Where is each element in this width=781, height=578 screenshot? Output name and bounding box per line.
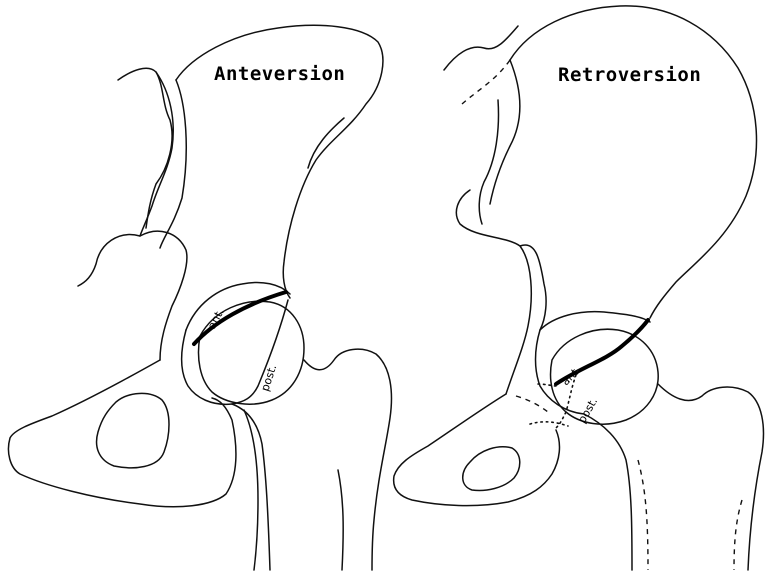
right-sacral-dashed (461, 59, 511, 105)
right-lesser-trochanter-dashed (733, 499, 743, 571)
retroversion-title: Retroversion (558, 64, 702, 86)
left-ischial-spine (77, 230, 188, 361)
left-posterior-wall-line (231, 299, 289, 405)
left-iliac-wing-outline (175, 24, 384, 299)
right-inner-iliac-edge (489, 59, 521, 205)
right-sacral-border-inner (478, 99, 500, 225)
left-lesser-trochanter (337, 469, 344, 571)
right-greater-trochanter (657, 383, 765, 571)
right-sacral-border (443, 25, 519, 71)
right-acetabular-lower (534, 329, 585, 415)
right-iliac-wing-outline (509, 5, 758, 319)
right-anterior-label: ant. (559, 364, 583, 388)
left-inner-iliac-edge (159, 79, 188, 249)
left-femoral-neck (231, 403, 271, 571)
right-pubic-ramus (392, 393, 561, 507)
right-femoral-shaft-dashed (637, 459, 649, 571)
anteversion-title: Anteversion (214, 63, 346, 85)
left-anterior-wall-line (192, 290, 288, 346)
right-obturator-foramen (462, 446, 521, 492)
left-acetabular-posterior-wall (181, 329, 233, 406)
left-femoral-shaft-inner (243, 409, 259, 571)
left-sacral-border (117, 67, 173, 229)
left-obturator-foramen (95, 392, 170, 469)
right-acetabular-dotted (529, 421, 569, 427)
right-neck-dashed (515, 395, 549, 413)
left-iliac-fossa-line (307, 117, 345, 169)
right-inner-pelvic-line (519, 244, 547, 331)
right-posterior-wall-dotted (555, 369, 579, 429)
left-sacral-border-inner (139, 71, 174, 237)
anteversion-pelvis-drawing (7, 24, 393, 571)
left-acetabular-rim (185, 281, 291, 331)
right-femoral-neck (583, 413, 633, 571)
retroversion-pelvis-drawing (392, 5, 765, 571)
right-ischial-spine (455, 189, 532, 395)
right-anterior-wall-line (554, 318, 650, 386)
left-posterior-label: post. (258, 363, 279, 393)
left-pubic-ramus (7, 359, 237, 508)
right-ramus-dotted (537, 383, 557, 387)
right-acetabular-rim (539, 310, 651, 331)
left-greater-trochanter (303, 348, 393, 571)
